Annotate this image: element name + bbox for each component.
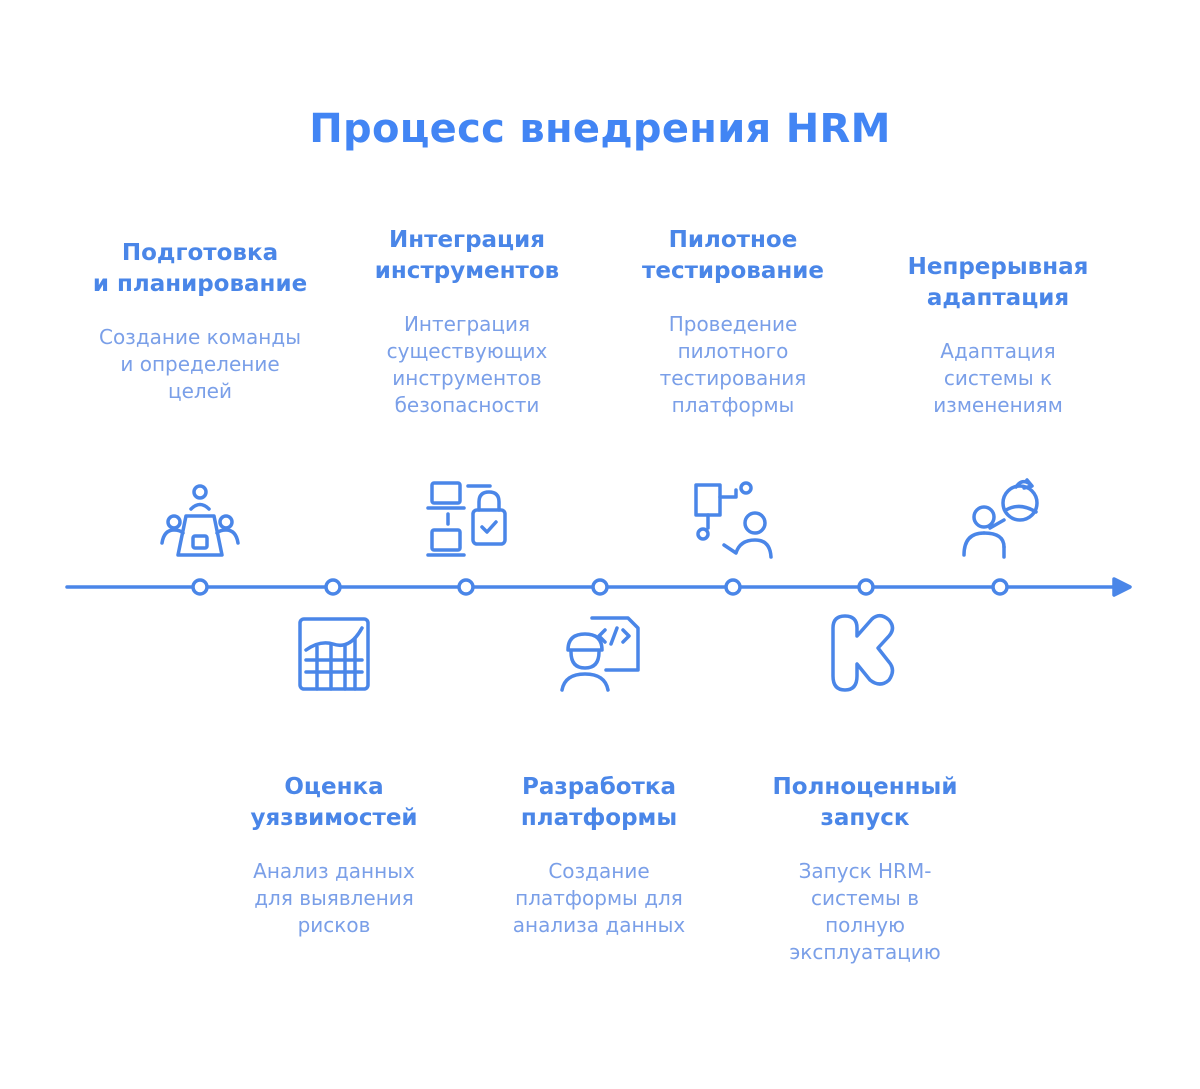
step-4: Разработка платформы Создание платформы … [449,772,749,939]
presenter-board-icon [694,481,773,559]
step-2-desc: Анализ данных для выявления рисков [253,859,415,937]
meeting-table-icon [160,484,240,557]
step-7: Непрерывная адаптация Адаптация системы … [848,252,1148,419]
chart-grid-icon [298,617,370,691]
kickstart-k-icon [831,614,895,692]
timeline-node-7 [991,578,1009,596]
step-1-desc: Создание команды и определение целей [98,325,301,403]
developer-code-icon [560,616,640,692]
page-title: Процесс внедрения HRM [309,106,891,152]
step-1: Подготовка и планирование Создание коман… [50,238,350,405]
step-2: Оценка уязвимостей Анализ данных для выя… [184,772,484,939]
timeline-node-3 [457,578,475,596]
step-3-desc: Интеграция существующих инструментов без… [386,312,548,417]
step-4-title: Разработка платформы [520,774,678,831]
step-7-desc: Адаптация системы к изменениям [933,339,1063,417]
timeline-node-2 [324,578,342,596]
step-3: Интеграция инструментов Интеграция сущес… [317,225,617,419]
step-5-title: Пилотное тестирование [642,227,824,284]
timeline-nodes [191,578,1009,596]
step-6-desc: Запуск HRM- системы в полную эксплуатаци… [789,859,941,964]
laptops-lock-icon [426,481,507,557]
timeline-node-4 [591,578,609,596]
timeline-node-6 [857,578,875,596]
step-3-title: Интеграция инструментов [374,227,560,284]
step-4-desc: Создание платформы для анализа данных [512,859,686,937]
step-5-desc: Проведение пилотного тестирования платфо… [659,312,807,417]
step-6-title: Полноценный запуск [772,774,958,831]
step-2-title: Оценка уязвимостей [250,774,418,831]
person-globe-icon [962,478,1039,559]
step-7-title: Непрерывная адаптация [907,254,1089,311]
timeline-node-1 [191,578,209,596]
step-1-title: Подготовка и планирование [92,240,308,297]
step-6: Полноценный запуск Запуск HRM- системы в… [715,772,1015,966]
timeline-node-5 [724,578,742,596]
step-5: Пилотное тестирование Проведение пилотно… [583,225,883,419]
